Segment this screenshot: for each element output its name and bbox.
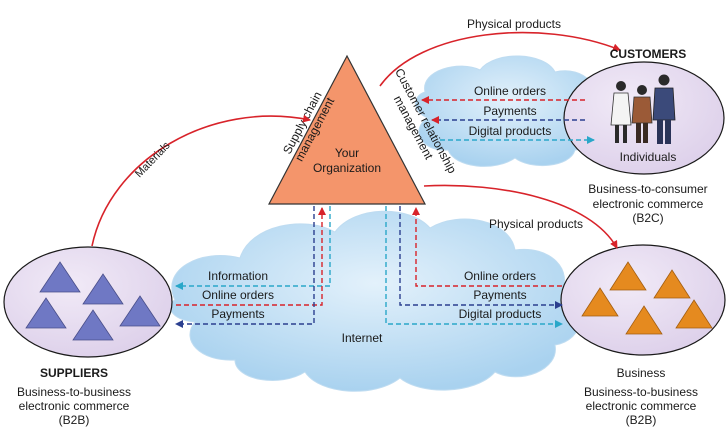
c-payments-label: Payments — [483, 104, 536, 118]
suppliers-desc-2: electronic commerce — [19, 399, 130, 413]
customers-title: CUSTOMERS — [610, 47, 686, 61]
supplier-triangle-5 — [119, 295, 161, 327]
b-digital-products-label: Digital products — [459, 307, 542, 321]
business-triangle-1 — [609, 261, 647, 291]
organization-label-line2: Organization — [313, 161, 381, 175]
physical-products-top-label: Physical products — [467, 17, 561, 31]
c-digital-products-label: Digital products — [469, 124, 552, 138]
individuals-label: Individuals — [620, 150, 677, 164]
customers-caption: Business-to-consumer electronic commerce… — [588, 182, 707, 225]
business-desc-1: Business-to-business — [584, 385, 698, 399]
customers-desc-2: electronic commerce — [593, 197, 704, 211]
business-caption: Business Business-to-business electronic… — [584, 366, 698, 427]
physical-products-mid-arrow — [423, 184, 618, 249]
business-title: Business — [617, 366, 666, 380]
business-triangle-4 — [625, 305, 663, 335]
supplier-triangle-4 — [72, 309, 114, 341]
materials-label: Materials — [133, 139, 173, 180]
s-information-arrow — [175, 206, 331, 290]
suppliers-desc-1: Business-to-business — [17, 385, 131, 399]
customers-desc-1: Business-to-consumer — [588, 182, 707, 196]
physical-products-top-arrow — [379, 31, 621, 87]
b-digital-products-arrow — [385, 206, 563, 328]
b-online-orders-arrow — [412, 207, 562, 287]
s-information-label: Information — [208, 269, 268, 283]
b-online-orders-label: Online orders — [464, 269, 536, 283]
internet-label: Internet — [342, 331, 383, 345]
c-online-orders-label: Online orders — [474, 84, 546, 98]
customers-desc-3: (B2C) — [632, 211, 663, 225]
b-payments-label: Payments — [473, 288, 526, 302]
customers-ellipse: Individuals — [563, 61, 725, 175]
materials-arrow — [91, 114, 311, 247]
supplier-triangle-2 — [82, 273, 124, 305]
business-desc-3: (B2B) — [626, 413, 657, 427]
supplier-triangle-1 — [39, 261, 81, 293]
s-online-orders-label: Online orders — [202, 288, 274, 302]
s-payments-label: Payments — [211, 307, 264, 321]
suppliers-ellipse — [3, 246, 173, 358]
business-ellipse — [560, 244, 726, 356]
s-online-orders-arrow — [176, 207, 326, 306]
organization-label-line1: Your — [335, 146, 359, 160]
business-triangle-2 — [653, 269, 691, 299]
suppliers-caption: SUPPLIERS Business-to-business electroni… — [17, 366, 131, 427]
b-payments-arrow — [399, 206, 563, 309]
internet-cloud: Internet — [169, 210, 581, 392]
business-desc-2: electronic commerce — [586, 399, 697, 413]
supplier-triangle-3 — [25, 297, 67, 329]
business-triangle-3 — [581, 287, 619, 317]
organization-triangle: Your Organization — [268, 54, 426, 205]
s-payments-arrow — [175, 206, 315, 328]
suppliers-title: SUPPLIERS — [40, 366, 108, 380]
suppliers-desc-3: (B2B) — [59, 413, 90, 427]
business-triangle-5 — [675, 299, 713, 329]
physical-products-mid-label: Physical products — [489, 217, 583, 231]
people-icon — [610, 74, 676, 144]
